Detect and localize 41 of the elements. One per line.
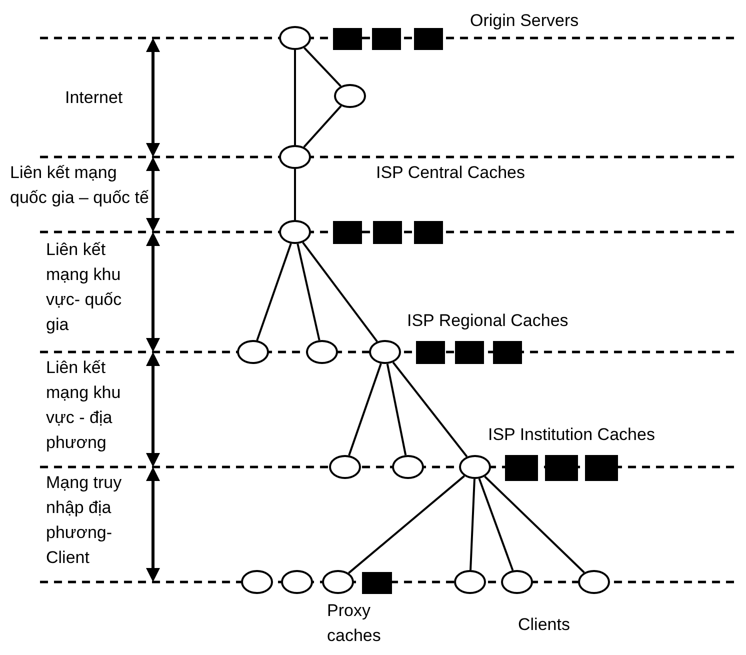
level-title: Origin Servers [470, 10, 580, 32]
segment-label: Liên kết mạng quốc gia – quốc tế [10, 162, 150, 209]
node-circle [237, 340, 269, 364]
connector-line [256, 243, 292, 341]
node-circle [281, 570, 313, 594]
level-title: Clients [518, 614, 571, 636]
connector-line [392, 362, 468, 458]
level-title: ISP Institution Caches [488, 424, 656, 446]
connector-line [386, 364, 407, 456]
node-circle [279, 145, 311, 169]
node-circle [369, 340, 401, 364]
connector-line [296, 244, 320, 340]
node-circle [334, 84, 366, 108]
connector-line [294, 169, 296, 220]
level-title: ISP Regional Caches [407, 310, 570, 332]
node-circle [501, 570, 533, 594]
connector-line [348, 475, 465, 574]
node-circle [454, 570, 486, 594]
segment-label: Internet [65, 87, 124, 109]
node-circle [578, 570, 610, 594]
level-title: ISP Central Caches [376, 162, 526, 184]
segment-label: Liên kết mạng khu vực - địa phương [46, 357, 122, 454]
node-circle [279, 220, 311, 244]
connector-line [303, 105, 342, 148]
connector-line [302, 242, 378, 342]
level-title: Proxy caches [327, 600, 382, 647]
connector-line [484, 476, 585, 574]
segment-label: Liên kết mạng khu vực- quốc gia [46, 239, 123, 336]
connector-line [304, 47, 342, 87]
node-circle [329, 455, 361, 479]
segment-label: Mạng truy nhập địa phương- Client [46, 472, 123, 569]
node-circle [279, 26, 311, 50]
node-circle [306, 340, 338, 364]
node-circle [322, 570, 354, 594]
connector-line [470, 478, 476, 570]
node-circle [392, 455, 424, 479]
connector-line [478, 478, 514, 571]
connector-line [294, 50, 296, 145]
node-circle [241, 570, 273, 594]
node-circle [459, 455, 491, 479]
connector-line [348, 363, 382, 456]
